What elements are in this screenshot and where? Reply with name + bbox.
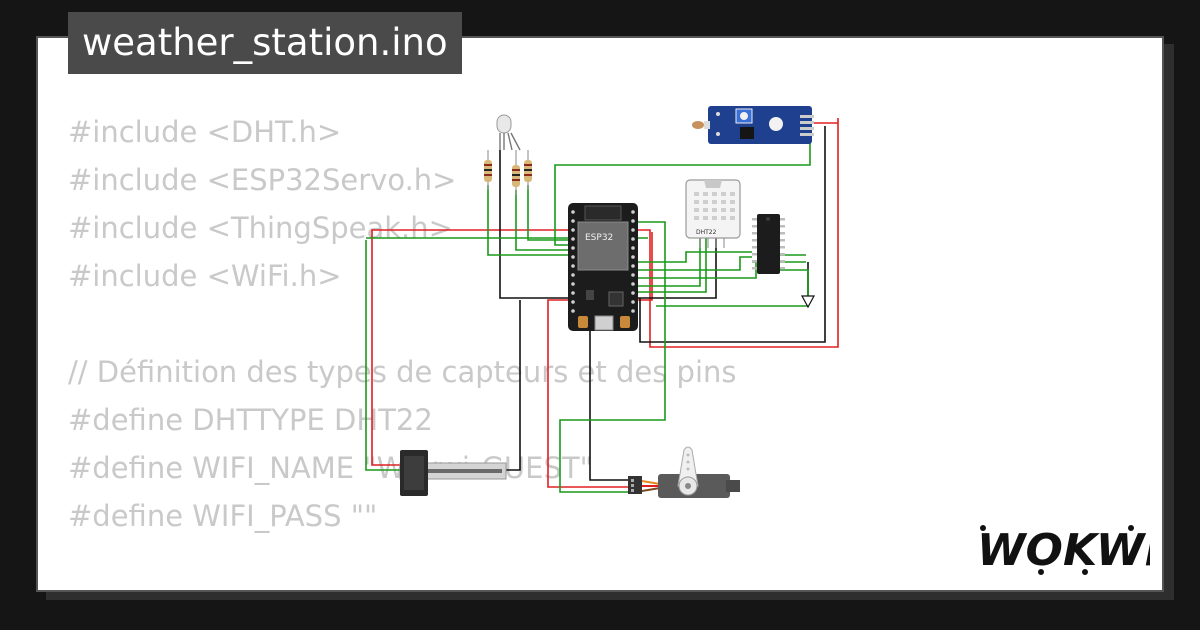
resistor[interactable] — [524, 150, 532, 190]
code-line: #define WIFI_PASS "" — [68, 499, 378, 533]
wire-black — [499, 150, 572, 299]
wire-red — [371, 118, 839, 466]
ldr-module[interactable] — [692, 106, 814, 144]
wokwi-logo: WOKWi — [977, 525, 1150, 576]
resistor[interactable] — [484, 150, 492, 190]
file-tab[interactable]: weather_station.ino — [68, 12, 462, 74]
wire-green — [634, 251, 752, 263]
dht22-sensor[interactable]: DHT22 — [685, 179, 741, 248]
code-preview: #include <DHT.h> #include <ESP32Servo.h> #… — [68, 108, 737, 590]
ic-chip[interactable] — [752, 214, 785, 274]
servo-motor[interactable] — [628, 446, 740, 498]
wire-green — [656, 269, 809, 307]
wire-black — [504, 300, 521, 471]
code-line: #include <WiFi.h> — [68, 259, 342, 293]
esp32-board[interactable]: ESP32 — [568, 203, 638, 331]
resistor[interactable] — [512, 150, 520, 195]
wire-green — [559, 221, 666, 493]
wire-green — [554, 129, 811, 246]
wire-green — [634, 238, 701, 287]
dht22-label: DHT22 — [696, 229, 717, 236]
code-line: // Définition des types de capteurs et d… — [68, 355, 737, 389]
esp32-label: ESP32 — [585, 233, 613, 243]
wire-green — [515, 190, 572, 251]
code-line: #include <ESP32Servo.h> — [68, 163, 457, 197]
wire-black — [634, 238, 717, 299]
ground-symbol — [800, 295, 816, 309]
wires — [365, 118, 839, 493]
slide-potentiometer[interactable] — [399, 450, 507, 496]
rgb-led[interactable] — [496, 114, 521, 151]
wire-green — [634, 256, 752, 271]
wire-green — [487, 185, 572, 256]
wire-black — [589, 300, 630, 481]
wire-black — [639, 126, 826, 343]
code-line: #define DHTTYPE DHT22 — [68, 403, 433, 437]
code-line: #include <DHT.h> — [68, 115, 342, 149]
code-line: #include <ThingSpeak.h> — [68, 211, 453, 245]
wire-green — [365, 240, 400, 471]
wokwi-logo-text: WOKWi — [977, 525, 1150, 576]
wire-green — [527, 185, 572, 241]
wire-green — [634, 238, 707, 293]
